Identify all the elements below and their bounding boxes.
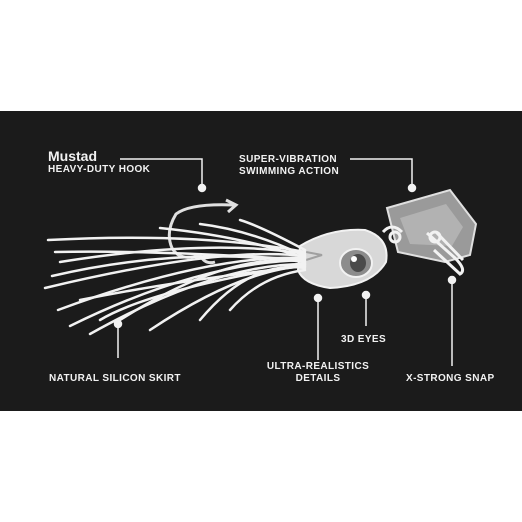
hook-callout-dot [197,183,207,193]
eyes-callout: 3D EYES [341,334,386,346]
hook-label: HEAVY-DUTY HOOK [48,164,151,175]
snap-callout-dot [447,275,457,285]
eyes-label: 3D EYES [341,334,387,345]
lure-head [296,228,388,290]
blade-label-line1: SUPER-VIBRATION [239,154,338,165]
skirt-callout: NATURAL SILICON SKIRT [49,373,181,385]
skirt-callout-dot [113,319,123,329]
brand-logo-text: Mustad [48,148,97,164]
snap-clip [381,225,465,276]
details-label-line2: DETAILS [295,373,341,384]
hook-callout: Mustad HEAVY-DUTY HOOK [48,148,150,176]
blade-label-line2: SWIMMING ACTION [239,166,340,177]
blade-callout: SUPER-VIBRATION SWIMMING ACTION [239,154,339,178]
details-callout-dot [313,293,323,303]
snap-callout: X-STRONG SNAP [406,373,495,385]
skirt-label: NATURAL SILICON SKIRT [49,373,181,384]
vibration-blade [385,188,478,264]
details-callout: ULTRA-REALISTICS DETAILS [262,361,374,385]
callout-leader-lines [113,158,457,366]
blade-callout-dot [407,183,417,193]
eyes-callout-dot [361,290,371,300]
silicon-skirt [43,218,307,336]
snap-label: X-STRONG SNAP [406,373,495,384]
details-label-line1: ULTRA-REALISTICS [266,361,370,372]
